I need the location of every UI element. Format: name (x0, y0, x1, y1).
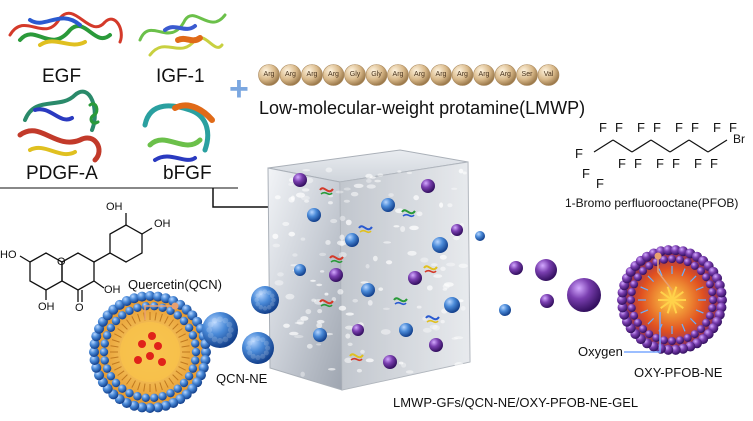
pfob-core-pointer (657, 256, 673, 291)
protamine-residue-label: Arg (457, 71, 468, 78)
oxygen-pointer (624, 312, 661, 353)
protamine-bead (258, 64, 280, 86)
protamine-residue-label: Gly (349, 71, 361, 78)
quercetin-o-carbonyl: O (75, 302, 84, 314)
bfgf-label: bFGF (163, 163, 212, 184)
pfob-core-pointer-dot (654, 252, 662, 260)
oxy-pfob-ne-cross-section (617, 245, 727, 355)
pfob-fluorine: F (710, 156, 718, 171)
quercetin-oh-top-right: OH (154, 218, 171, 230)
protamine-residue-label: Arg (435, 71, 447, 78)
oxy-pfob-ne-particles (475, 231, 601, 316)
protamine-residue-label: Val (543, 71, 554, 78)
quercetin-o-ring: O (57, 256, 66, 268)
protamine-bead (451, 64, 474, 86)
quercetin-oh-bottom: OH (38, 301, 55, 313)
pfob-fluorine: F (575, 146, 583, 161)
protamine-residue-label: Arg (263, 71, 275, 78)
protamine-bead (279, 64, 302, 86)
gel-particles (293, 173, 463, 369)
gel-label: LMWP-GFs/QCN-NE/OXY-PFOB-NE-GEL (393, 395, 639, 410)
quercetin-pointer-dot (171, 302, 179, 310)
plus-sign: + (229, 70, 249, 108)
protamine-residue-label: Arg (478, 71, 490, 78)
pfob-fluorine: F (637, 120, 645, 135)
protamine-bead (408, 64, 431, 86)
pfob-fluorine: F (618, 156, 626, 171)
protamine-bead (301, 64, 323, 86)
protamine-residue-label: Arg (285, 71, 296, 78)
pfob-fluorine: F (615, 120, 623, 135)
pfob-fluorine: F (713, 120, 721, 135)
egf-label: EGF (42, 66, 82, 87)
bfgf-protein-ribbon (142, 102, 215, 162)
protamine-residue-label: Arg (392, 71, 404, 78)
protamine-bead-chain (258, 64, 560, 86)
pfob-fluorine: F (599, 120, 607, 135)
protamine-residue-label: Arg (500, 71, 511, 78)
protamine-bead (365, 64, 388, 86)
protamine-residue-label: Gly (371, 71, 382, 78)
protamine-residue-label: Ser (521, 71, 533, 78)
pdgf-protein-ribbon (17, 89, 102, 163)
pfob-fluorine: F (596, 176, 604, 191)
protamine-bead (430, 64, 452, 86)
pfob-bromine: Br (733, 132, 745, 146)
gel-surface-texture (272, 167, 468, 381)
pfob-structure (593, 139, 728, 153)
protamine-residue-label: Arg (328, 71, 339, 78)
pfob-name: 1-Bromo perfluorooctane(PFOB) (565, 196, 739, 210)
oxy-pfob-ne-label: OXY-PFOB-NE (634, 365, 723, 380)
egf-protein-ribbon (8, 11, 123, 47)
oxygen-label: Oxygen (578, 344, 623, 359)
quercetin-name: Quercetin(QCN) (128, 277, 222, 292)
qcn-ne-spheres (202, 286, 279, 364)
pfob-fluorine: F (729, 120, 737, 135)
protamine-bead (494, 64, 517, 86)
quercetin-oh-middle: OH (104, 284, 121, 296)
quercetin-pointer (144, 305, 175, 320)
pfob-fluorine: F (672, 156, 680, 171)
pfob-fluorine: F (694, 156, 702, 171)
quercetin-structure (19, 213, 153, 302)
protamine-bead (537, 64, 560, 86)
igf-protein-ribbon (138, 13, 227, 57)
protamine-bead (387, 64, 409, 86)
qcn-ne-label: QCN-NE (216, 371, 268, 386)
protamine-bead (322, 64, 345, 86)
pfob-fluorine: F (691, 120, 699, 135)
pfob-fluorine: F (675, 120, 683, 135)
igf-label: IGF-1 (156, 66, 205, 87)
pfob-fluorine: F (653, 120, 661, 135)
pfob-fluorine: F (582, 166, 590, 181)
protamine-bead (473, 64, 495, 86)
pdgf-label: PDGF-A (26, 163, 98, 184)
quercetin-ho-left: HO (0, 249, 17, 261)
protamine-title: Low-molecular-weight protamine(LMWP) (259, 98, 586, 118)
pfob-fluorine: F (656, 156, 664, 171)
protamine-residue-label: Arg (414, 71, 425, 78)
pfob-fluorine: F (634, 156, 642, 171)
protamine-bead (344, 64, 366, 86)
quercetin-oh-top-left: OH (106, 201, 123, 213)
qcn-ne-cross-section (89, 291, 211, 413)
protamine-residue-label: Arg (306, 71, 318, 78)
protamine-bead (516, 64, 538, 86)
